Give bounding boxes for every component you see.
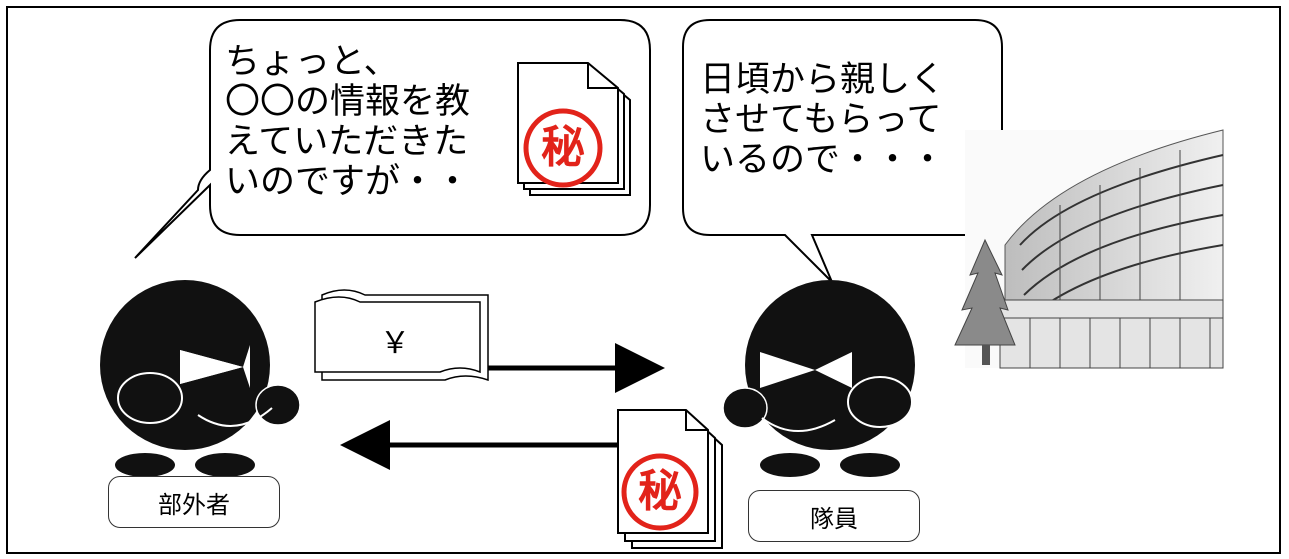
outsider-figure [100, 280, 301, 477]
speech-line: ちょっと、 [225, 42, 399, 82]
speech-line: させてもらって [700, 100, 942, 140]
secret-stamp-text: 秘 [541, 122, 585, 173]
member-figure [722, 280, 915, 477]
secret-document-icon [517, 62, 631, 196]
speech-text-left: ちょっと、 〇〇の情報を教 えていただきた いのですが・・ [225, 42, 470, 202]
speech-text-right: 日頃から親しく させてもらって いるので・・・ [700, 60, 945, 180]
speech-line: えていただきた [225, 122, 469, 162]
yen-symbol: ￥ [380, 326, 410, 361]
speech-line: いるので・・・ [700, 140, 946, 180]
secret-document-icon-bottom [617, 409, 723, 549]
label-outsider: 部外者 [108, 476, 280, 528]
speech-bubble-right [682, 19, 1003, 283]
speech-line: 〇〇の情報を教 [225, 82, 471, 122]
label-member: 隊員 [748, 490, 920, 542]
building-illustration [954, 129, 1224, 369]
speech-line: 日頃から親しく [700, 60, 946, 100]
secret-stamp-text: 秘 [638, 466, 682, 517]
money-bill-icon [314, 289, 489, 382]
speech-line: いのですが・・ [225, 162, 471, 202]
